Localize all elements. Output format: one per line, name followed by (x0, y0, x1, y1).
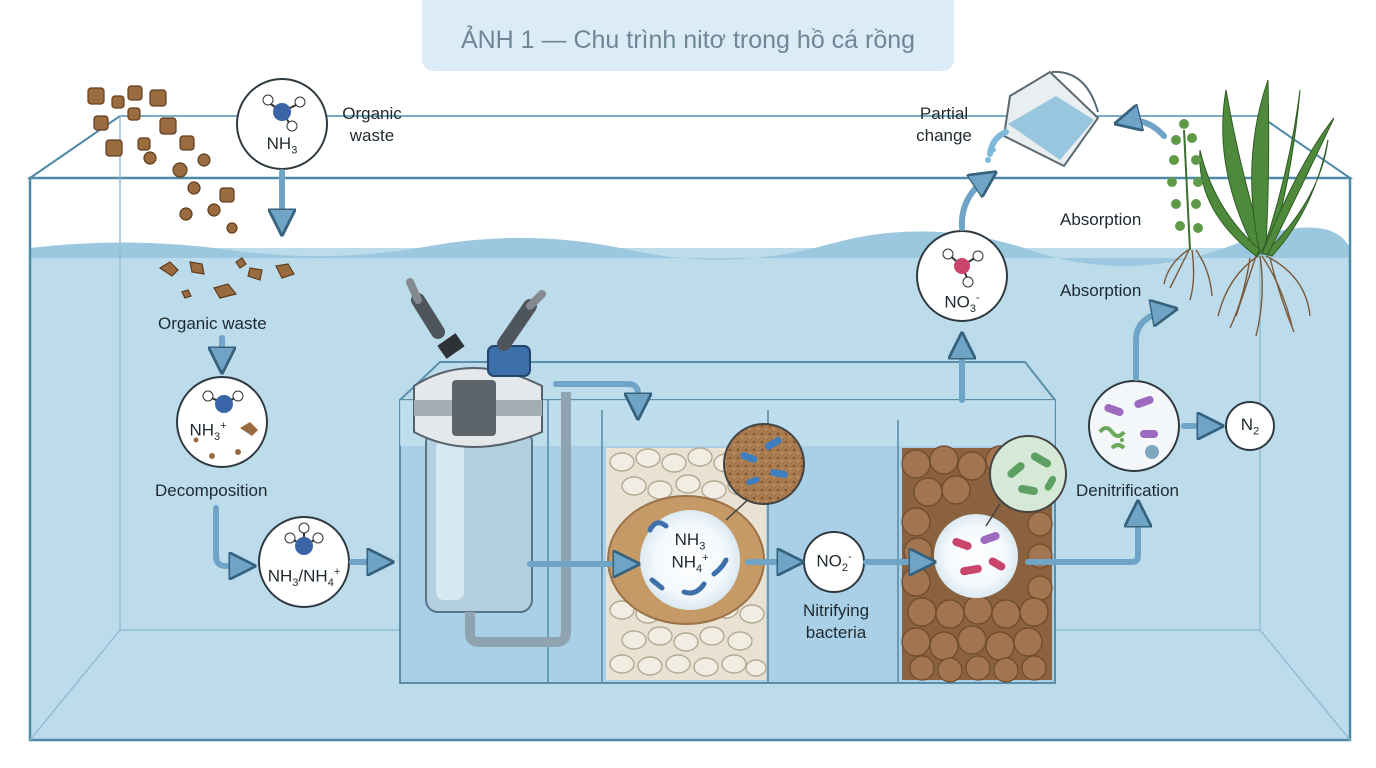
nitrate-molecule-icon (916, 230, 1008, 322)
aquatic-plant-icon (1163, 79, 1335, 337)
tank-front-frame (28, 176, 1352, 742)
nitrifying-bacteria-label: Nitrifying bacteria (802, 601, 870, 642)
bacteria-magnify-icon (723, 423, 805, 521)
ammonia-waste-circle (176, 376, 268, 468)
nh3-plus-formula: NH3+ (189, 420, 227, 444)
absorption-top-label: Absorption (1060, 210, 1142, 229)
water-bucket-icon (985, 70, 1100, 168)
partial-change-label: Partial change (916, 104, 972, 145)
denitrify-zoom-circle (934, 514, 1018, 598)
decomposition-label: Decomposition (155, 481, 268, 500)
nh3-zoom-circle (640, 510, 740, 610)
nh3-nh4-formula: NH3/NH4+ (267, 566, 341, 590)
water-surface (30, 227, 1350, 267)
title-banner: ẢNH 1 — Chu trình nitơ trong hồ cá rồng (422, 0, 954, 71)
organic-waste-label: Organic waste (158, 314, 267, 333)
nh3-top-formula: NH3 (266, 134, 298, 157)
denitrifying-bacteria-icon (1088, 380, 1180, 472)
waste-pellets-icon (87, 85, 295, 299)
no3-formula: NO3- (944, 292, 980, 316)
flow-arrows (216, 121, 1216, 566)
denitrification-label: Denitrification (1076, 481, 1179, 500)
bacteria-magnify-icon (985, 435, 1067, 527)
ammonium-circle (258, 516, 350, 608)
nh3-filter-formula: NH3 (674, 530, 706, 553)
nh4-filter-formula: NH4+ (671, 552, 709, 576)
filter-canister-icon (406, 278, 571, 647)
n2-formula: N2 (1240, 415, 1260, 438)
no2-formula: NO2- (816, 551, 852, 575)
page-title: ẢNH 1 — Chu trình nitơ trong hồ cá rồng (460, 26, 916, 54)
nitrogen-gas-circle (1225, 401, 1275, 451)
organic-waste-top-label: Organic waste (342, 104, 402, 145)
absorption-mid-label: Absorption (1060, 281, 1142, 300)
